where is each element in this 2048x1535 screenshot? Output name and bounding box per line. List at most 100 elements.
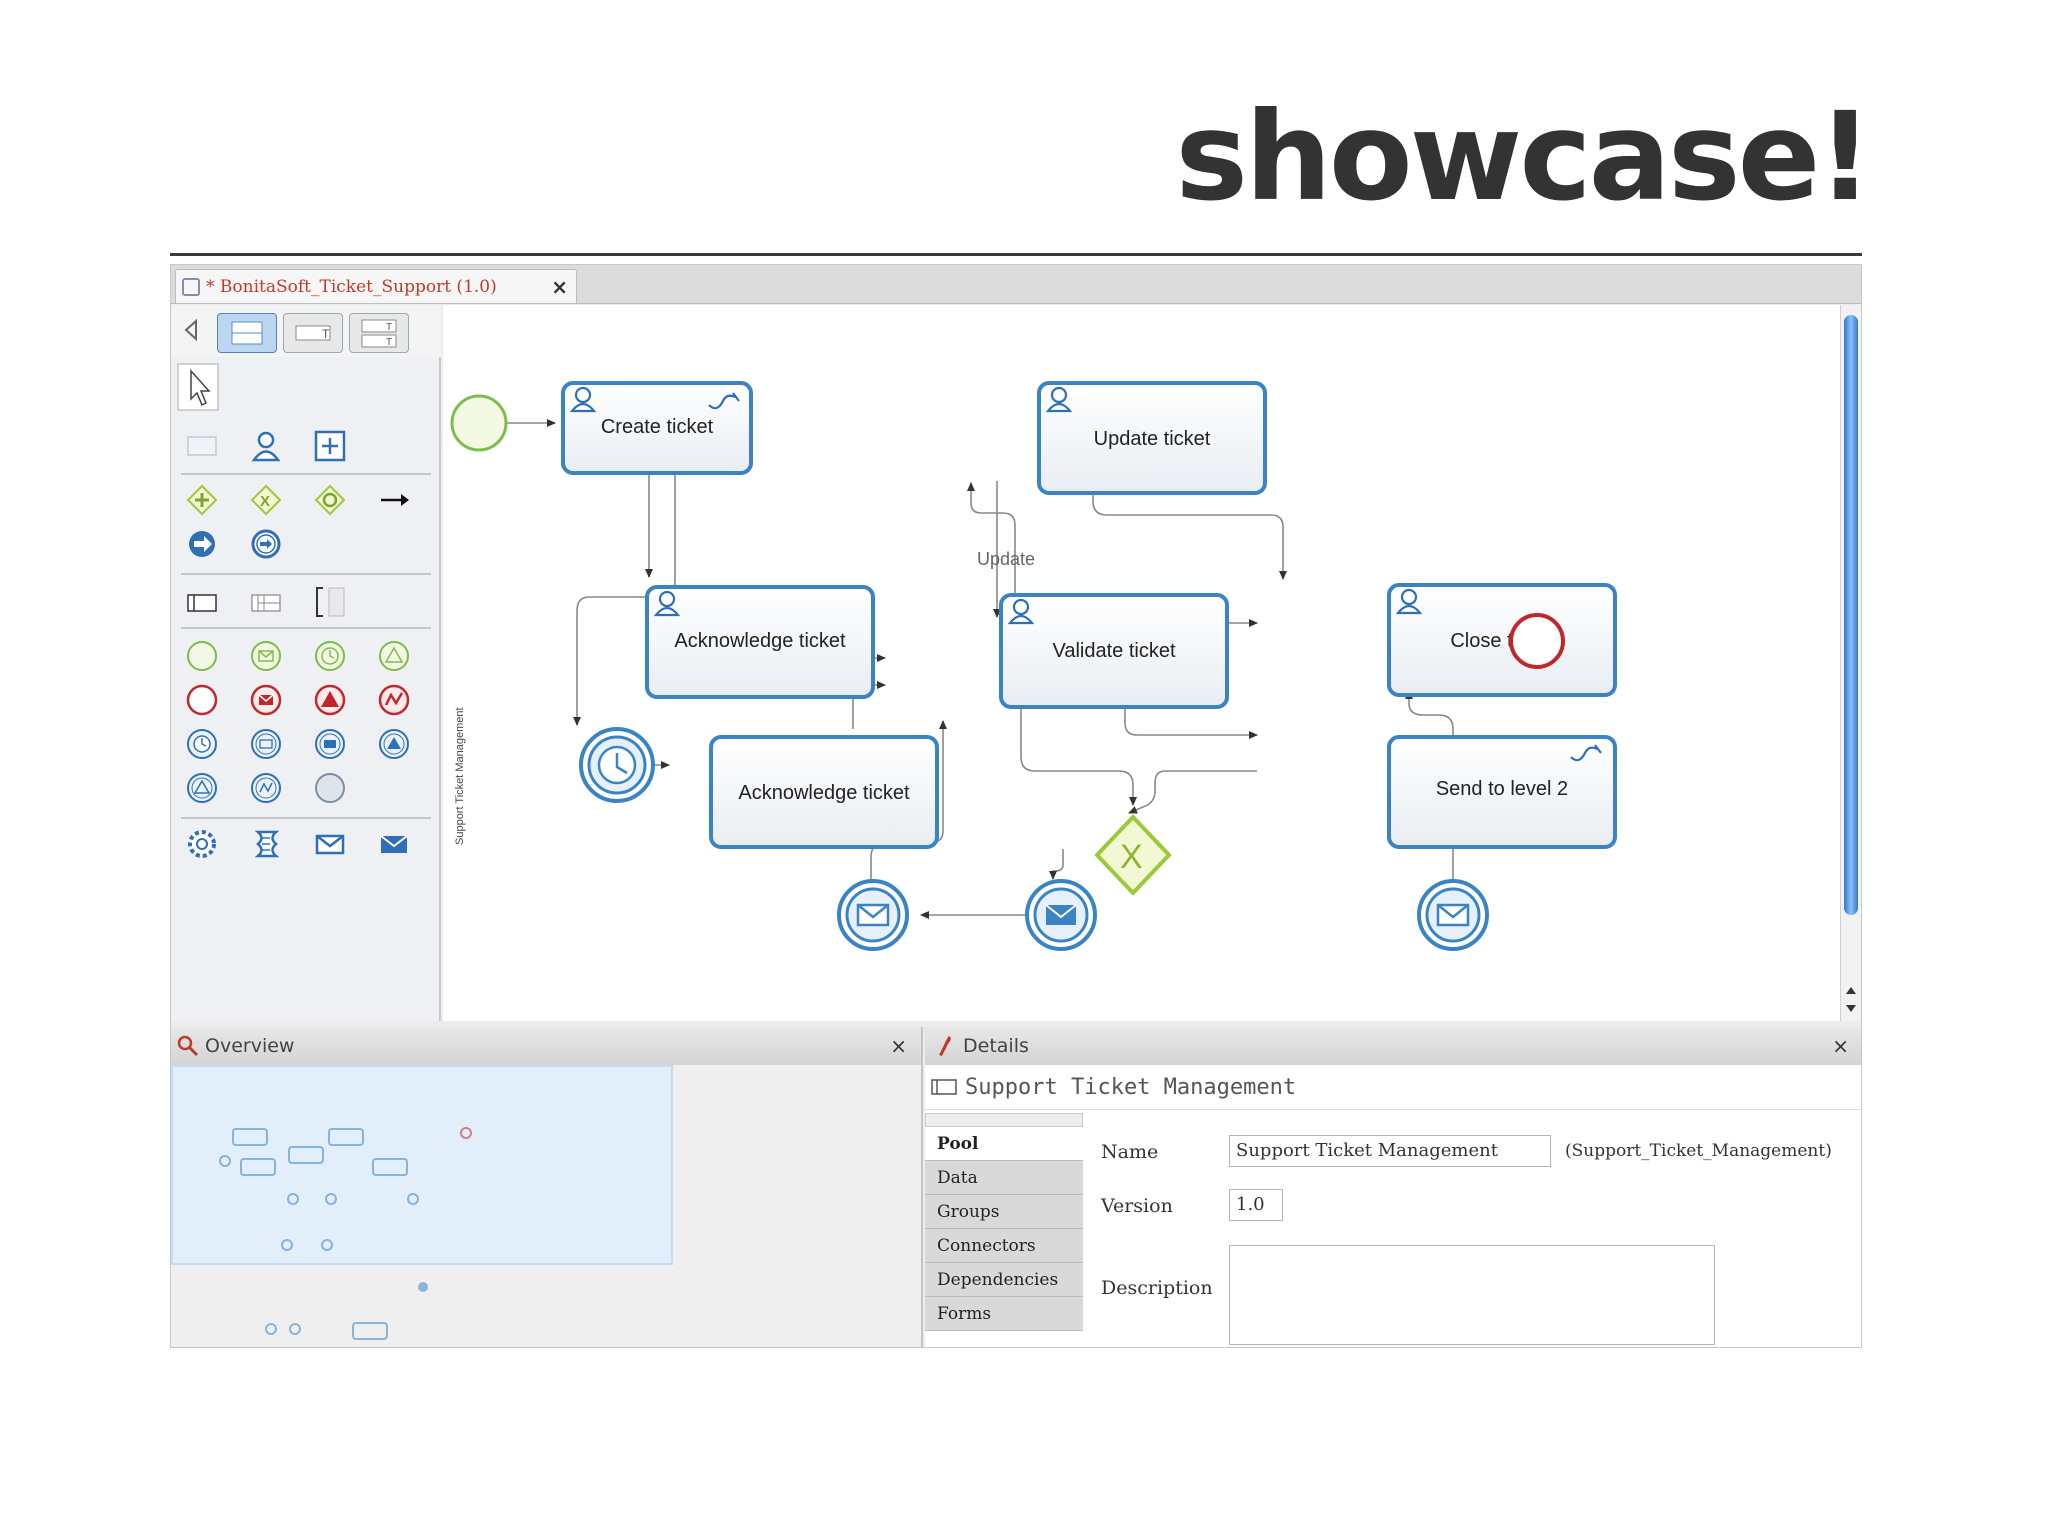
tab-strip bbox=[925, 1113, 1083, 1127]
svg-text:T: T bbox=[322, 327, 330, 341]
task-update-ticket[interactable]: Update ticket bbox=[1037, 381, 1267, 495]
end-message-icon[interactable] bbox=[249, 683, 283, 717]
canvas-scrollbar[interactable] bbox=[1840, 305, 1861, 1021]
tab-dependencies[interactable]: Dependencies bbox=[925, 1263, 1083, 1297]
properties-icon bbox=[939, 1036, 951, 1056]
text-annotation-icon[interactable] bbox=[313, 585, 347, 619]
svg-text:X: X bbox=[1120, 838, 1143, 876]
end-error-icon[interactable] bbox=[377, 683, 411, 717]
slide-title: showcase! bbox=[1175, 86, 1873, 228]
human-task-icon bbox=[1012, 598, 1030, 616]
tab-pool[interactable]: Pool bbox=[925, 1127, 1083, 1161]
xor-gateway-icon[interactable]: X bbox=[249, 483, 283, 517]
human-task-icon[interactable] bbox=[249, 429, 283, 463]
close-icon[interactable]: × bbox=[551, 274, 568, 299]
overview-viewport[interactable] bbox=[171, 1065, 673, 1265]
name-id: (Support_Ticket_Management) bbox=[1565, 1141, 1832, 1161]
slide-divider bbox=[170, 253, 1862, 256]
flow-gateway-to-msg[interactable] bbox=[1049, 849, 1064, 880]
task-label: Send to level 2 bbox=[1436, 778, 1568, 800]
tab-groups[interactable]: Groups bbox=[925, 1195, 1083, 1229]
timer-event-icon[interactable] bbox=[185, 727, 219, 761]
task-acknowledge-ticket[interactable]: Acknowledge ticket bbox=[645, 585, 875, 699]
text-annotation-icon: TT bbox=[361, 319, 397, 348]
subprocess-icon[interactable] bbox=[313, 429, 347, 463]
version-field[interactable]: 1.0 bbox=[1229, 1189, 1283, 1221]
end-signal-icon[interactable] bbox=[313, 683, 347, 717]
flow-validate-to-gateway[interactable] bbox=[1020, 701, 1137, 806]
error-event-icon[interactable] bbox=[249, 771, 283, 805]
version-label: Version bbox=[1101, 1195, 1173, 1217]
editor-tab-bar: * BonitaSoft_Ticket_Support (1.0) × bbox=[171, 265, 1861, 304]
selection-arrow-icon[interactable] bbox=[177, 363, 219, 411]
description-label: Description bbox=[1101, 1277, 1213, 1299]
message-event-2[interactable] bbox=[1025, 879, 1097, 951]
tab-forms[interactable]: Forms bbox=[925, 1297, 1083, 1331]
details-subtitle: Support Ticket Management bbox=[965, 1074, 1297, 1100]
end-event-icon[interactable] bbox=[185, 683, 219, 717]
tab-data[interactable]: Data bbox=[925, 1161, 1083, 1195]
task-validate-ticket[interactable]: Validate ticket bbox=[999, 593, 1229, 709]
start-event[interactable] bbox=[450, 394, 508, 452]
task-close-ticket[interactable]: Close ticket bbox=[1387, 583, 1617, 697]
diagram-canvas[interactable]: Support Ticket Management bbox=[443, 305, 1843, 1021]
end-event[interactable] bbox=[1509, 613, 1565, 669]
start-signal-icon[interactable] bbox=[377, 639, 411, 673]
svg-text:T: T bbox=[386, 322, 392, 333]
close-icon[interactable]: × bbox=[1832, 1034, 1849, 1058]
link-catch-icon[interactable] bbox=[249, 527, 283, 561]
and-gateway-icon[interactable] bbox=[185, 483, 219, 517]
editor-tab[interactable]: * BonitaSoft_Ticket_Support (1.0) × bbox=[175, 269, 577, 303]
pool-tool-button[interactable] bbox=[217, 313, 277, 353]
start-message-icon[interactable] bbox=[249, 639, 283, 673]
tab-connectors[interactable]: Connectors bbox=[925, 1229, 1083, 1263]
description-field[interactable] bbox=[1229, 1245, 1715, 1345]
overview-body[interactable] bbox=[171, 1065, 921, 1347]
start-timer-icon[interactable] bbox=[313, 639, 347, 673]
human-task-icon bbox=[574, 386, 592, 404]
overview-header: Overview × bbox=[171, 1027, 921, 1066]
terminate-event-icon[interactable] bbox=[313, 771, 347, 805]
message-catch-icon[interactable] bbox=[249, 727, 283, 761]
overview-title: Overview bbox=[205, 1035, 295, 1057]
diagram-icon bbox=[182, 277, 200, 296]
send-task-icon[interactable] bbox=[377, 827, 411, 861]
scrollbar-thumb[interactable] bbox=[1844, 315, 1858, 915]
signal-throw-icon[interactable] bbox=[377, 727, 411, 761]
message-event-1[interactable] bbox=[837, 879, 909, 951]
lane-tool-button[interactable]: T bbox=[283, 313, 343, 353]
task-icon[interactable] bbox=[185, 429, 219, 463]
sequence-flow-icon[interactable] bbox=[377, 483, 411, 517]
flow-update-to-close[interactable] bbox=[1092, 481, 1287, 580]
pool-label: Support Ticket Management bbox=[454, 707, 466, 845]
flow-msg3-to-close[interactable] bbox=[1405, 690, 1454, 891]
task-send-to-level-2[interactable]: Send to level 2 bbox=[1387, 735, 1617, 849]
flow-send-to-gateway[interactable] bbox=[1128, 770, 1257, 814]
message-event-3[interactable] bbox=[1417, 879, 1489, 951]
flow-validate-to-update[interactable] bbox=[967, 482, 1016, 617]
inclusive-gateway-icon[interactable] bbox=[313, 483, 347, 517]
xor-gateway[interactable]: X bbox=[1094, 814, 1172, 896]
start-event-icon[interactable] bbox=[185, 639, 219, 673]
magnifier-icon bbox=[177, 1035, 199, 1057]
service-task-icon[interactable] bbox=[185, 827, 219, 861]
link-throw-icon[interactable] bbox=[185, 527, 219, 561]
collapse-arrow-icon[interactable] bbox=[183, 319, 199, 341]
task-acknowledge-ticket-2[interactable]: Acknowledge ticket bbox=[709, 735, 939, 849]
script-task-icon[interactable] bbox=[249, 827, 283, 861]
details-header: Details × bbox=[925, 1027, 1861, 1066]
human-task-icon bbox=[1050, 386, 1068, 404]
lane-icon[interactable] bbox=[249, 585, 283, 619]
details-side-tabs: Pool Data Groups Connectors Dependencies… bbox=[925, 1127, 1083, 1331]
signal-catch-icon[interactable] bbox=[185, 771, 219, 805]
message-throw-icon[interactable] bbox=[313, 727, 347, 761]
close-icon[interactable]: × bbox=[890, 1034, 907, 1058]
receive-task-icon[interactable] bbox=[313, 827, 347, 861]
timer-event[interactable] bbox=[579, 727, 655, 803]
name-field[interactable]: Support Ticket Management bbox=[1229, 1135, 1551, 1167]
pool-icon[interactable] bbox=[185, 585, 219, 619]
task-create-ticket[interactable]: Create ticket bbox=[561, 381, 753, 475]
svg-text:T: T bbox=[386, 337, 392, 348]
scroll-arrows-icon[interactable] bbox=[1845, 985, 1857, 1015]
